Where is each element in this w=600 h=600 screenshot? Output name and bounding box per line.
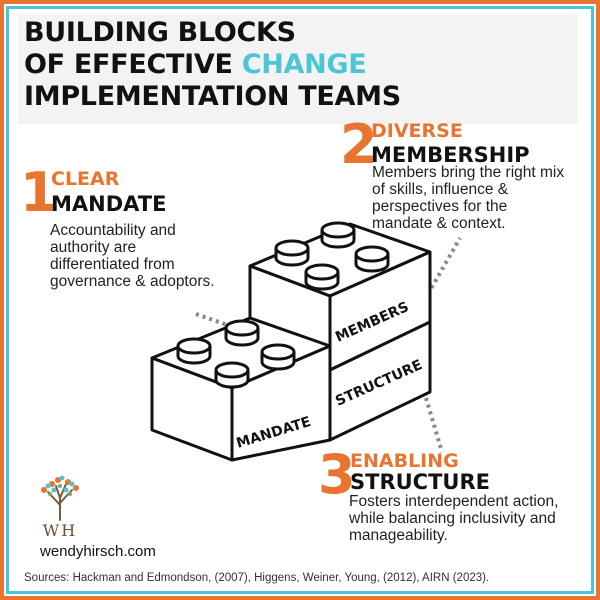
block-2-desc-line: Members bring the right mix (372, 164, 565, 181)
stud (354, 245, 390, 273)
sources-citation: Sources: Hackman and Edmondson, (2007), … (24, 572, 490, 584)
block-1-heading-top: CLEAR (51, 168, 120, 190)
block-1-heading-bottom: MANDATE (51, 192, 167, 216)
block-2-desc-line: perspectives for the (372, 198, 508, 215)
block-3-description: Fosters interdependent action, while bal… (349, 493, 558, 544)
stud (304, 263, 340, 291)
website-link[interactable]: wendyhirsch.com (40, 543, 156, 560)
block-2-number: 2 (340, 113, 378, 176)
tree-logo-icon (41, 475, 79, 521)
stud (224, 319, 260, 347)
block-3-desc-line: while balancing inclusivity and (349, 510, 556, 527)
stud (320, 221, 356, 249)
block-3-heading-top: ENABLING (350, 450, 459, 472)
block-3-heading-bottom: STRUCTURE (350, 470, 490, 494)
stud (214, 361, 250, 389)
block-1-desc-line: differentiated from (50, 256, 175, 273)
block-2-description: Members bring the right mix of skills, i… (372, 164, 564, 232)
stud (274, 239, 310, 267)
block-3-desc-line: Fosters interdependent action, (349, 493, 559, 510)
logo-monogram: WH (43, 521, 77, 540)
title-line-2-prefix: OF EFFECTIVE (24, 49, 242, 80)
block-1-desc-line: authority are (50, 239, 137, 256)
connector-structure (424, 397, 444, 453)
title-accent-word: CHANGE (241, 49, 367, 80)
stud (260, 343, 296, 371)
connector-members (426, 237, 462, 295)
block-2-heading-bottom: MEMBERSHIP (371, 143, 530, 167)
block-2-heading-top: DIVERSE (371, 120, 463, 142)
block-3-desc-line: manageability. (349, 527, 448, 544)
inner-border (6, 6, 594, 594)
block-1-desc-line: Accountability and (50, 222, 176, 239)
stud (176, 337, 212, 365)
block-1-description: Accountability and authority are differe… (50, 222, 215, 290)
block-1-number: 1 (20, 161, 58, 224)
title-banner (18, 14, 578, 124)
block-2-desc-line: mandate & context. (372, 215, 506, 232)
mandate-brick-front-face (230, 344, 332, 462)
title-line-1: BUILDING BLOCKS (24, 17, 296, 48)
block-2-desc-line: of skills, influence & (372, 181, 509, 198)
title-line-3: IMPLEMENTATION TEAMS (24, 81, 401, 112)
block-3-number: 3 (318, 443, 356, 506)
page-title: BUILDING BLOCKS OF EFFECTIVE CHANGE IMPL… (24, 17, 401, 113)
block-1-desc-line: governance & adoptors. (50, 273, 215, 290)
